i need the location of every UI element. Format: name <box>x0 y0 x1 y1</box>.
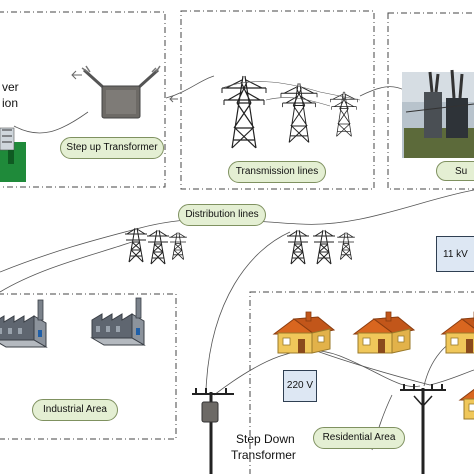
transmission-wire <box>265 97 331 107</box>
connection-line <box>0 241 133 293</box>
step-down-label-line1: Step Down <box>236 432 295 446</box>
distribution-tower-icon <box>312 229 336 265</box>
house-icon <box>441 311 474 354</box>
industrial-area-label: Industrial Area <box>32 399 118 421</box>
step-up-transformer-label: Step up Transformer <box>60 137 164 159</box>
step-up-transformer-icon <box>81 65 161 119</box>
substation-label: Su <box>436 161 474 181</box>
transmission-lines-label: Transmission lines <box>228 161 326 183</box>
distribution-lines-label: Distribution lines <box>178 204 266 226</box>
connection-line <box>13 111 89 134</box>
connection-line <box>299 344 474 386</box>
transmission-tower-icon <box>221 75 267 149</box>
substation-voltage-badge: 11 kV <box>436 236 474 272</box>
house-icon <box>353 311 415 354</box>
power-station-label-line2: ion <box>2 96 19 110</box>
house-icon <box>273 311 335 354</box>
distribution-pole-icon <box>400 384 446 474</box>
distribution-tower-icon <box>286 229 310 265</box>
house-icon <box>459 377 474 420</box>
power-station-label-line1: ver <box>2 80 19 94</box>
arrow-left-icon <box>169 95 178 103</box>
transmission-tower-icon <box>280 82 318 143</box>
residential-area-label: Residential Area <box>313 427 405 449</box>
transmission-wire <box>221 81 361 101</box>
residential-box <box>249 291 474 474</box>
power-station-box <box>0 11 166 188</box>
step-down-label-line2: Transformer <box>231 448 296 462</box>
transmission-box <box>180 10 375 190</box>
substation-image <box>402 69 474 158</box>
residential-voltage-badge: 220 V <box>283 370 317 402</box>
generator-icon <box>0 127 26 182</box>
connection-line <box>205 231 291 391</box>
distribution-tower-icon <box>146 229 170 265</box>
connection-line <box>359 86 405 97</box>
connection-line <box>165 75 215 99</box>
factory-icon <box>0 299 47 348</box>
distribution-tower-icon <box>168 231 188 261</box>
industrial-box <box>0 293 177 440</box>
factory-icon <box>91 297 145 346</box>
step-down-pole-icon <box>192 388 234 474</box>
connection-line <box>213 350 421 396</box>
substation-box <box>387 12 474 190</box>
distribution-tower-icon <box>124 227 148 263</box>
connection-line <box>0 189 474 273</box>
distribution-tower-icon <box>336 231 356 261</box>
arrow-left-icon <box>71 70 82 80</box>
